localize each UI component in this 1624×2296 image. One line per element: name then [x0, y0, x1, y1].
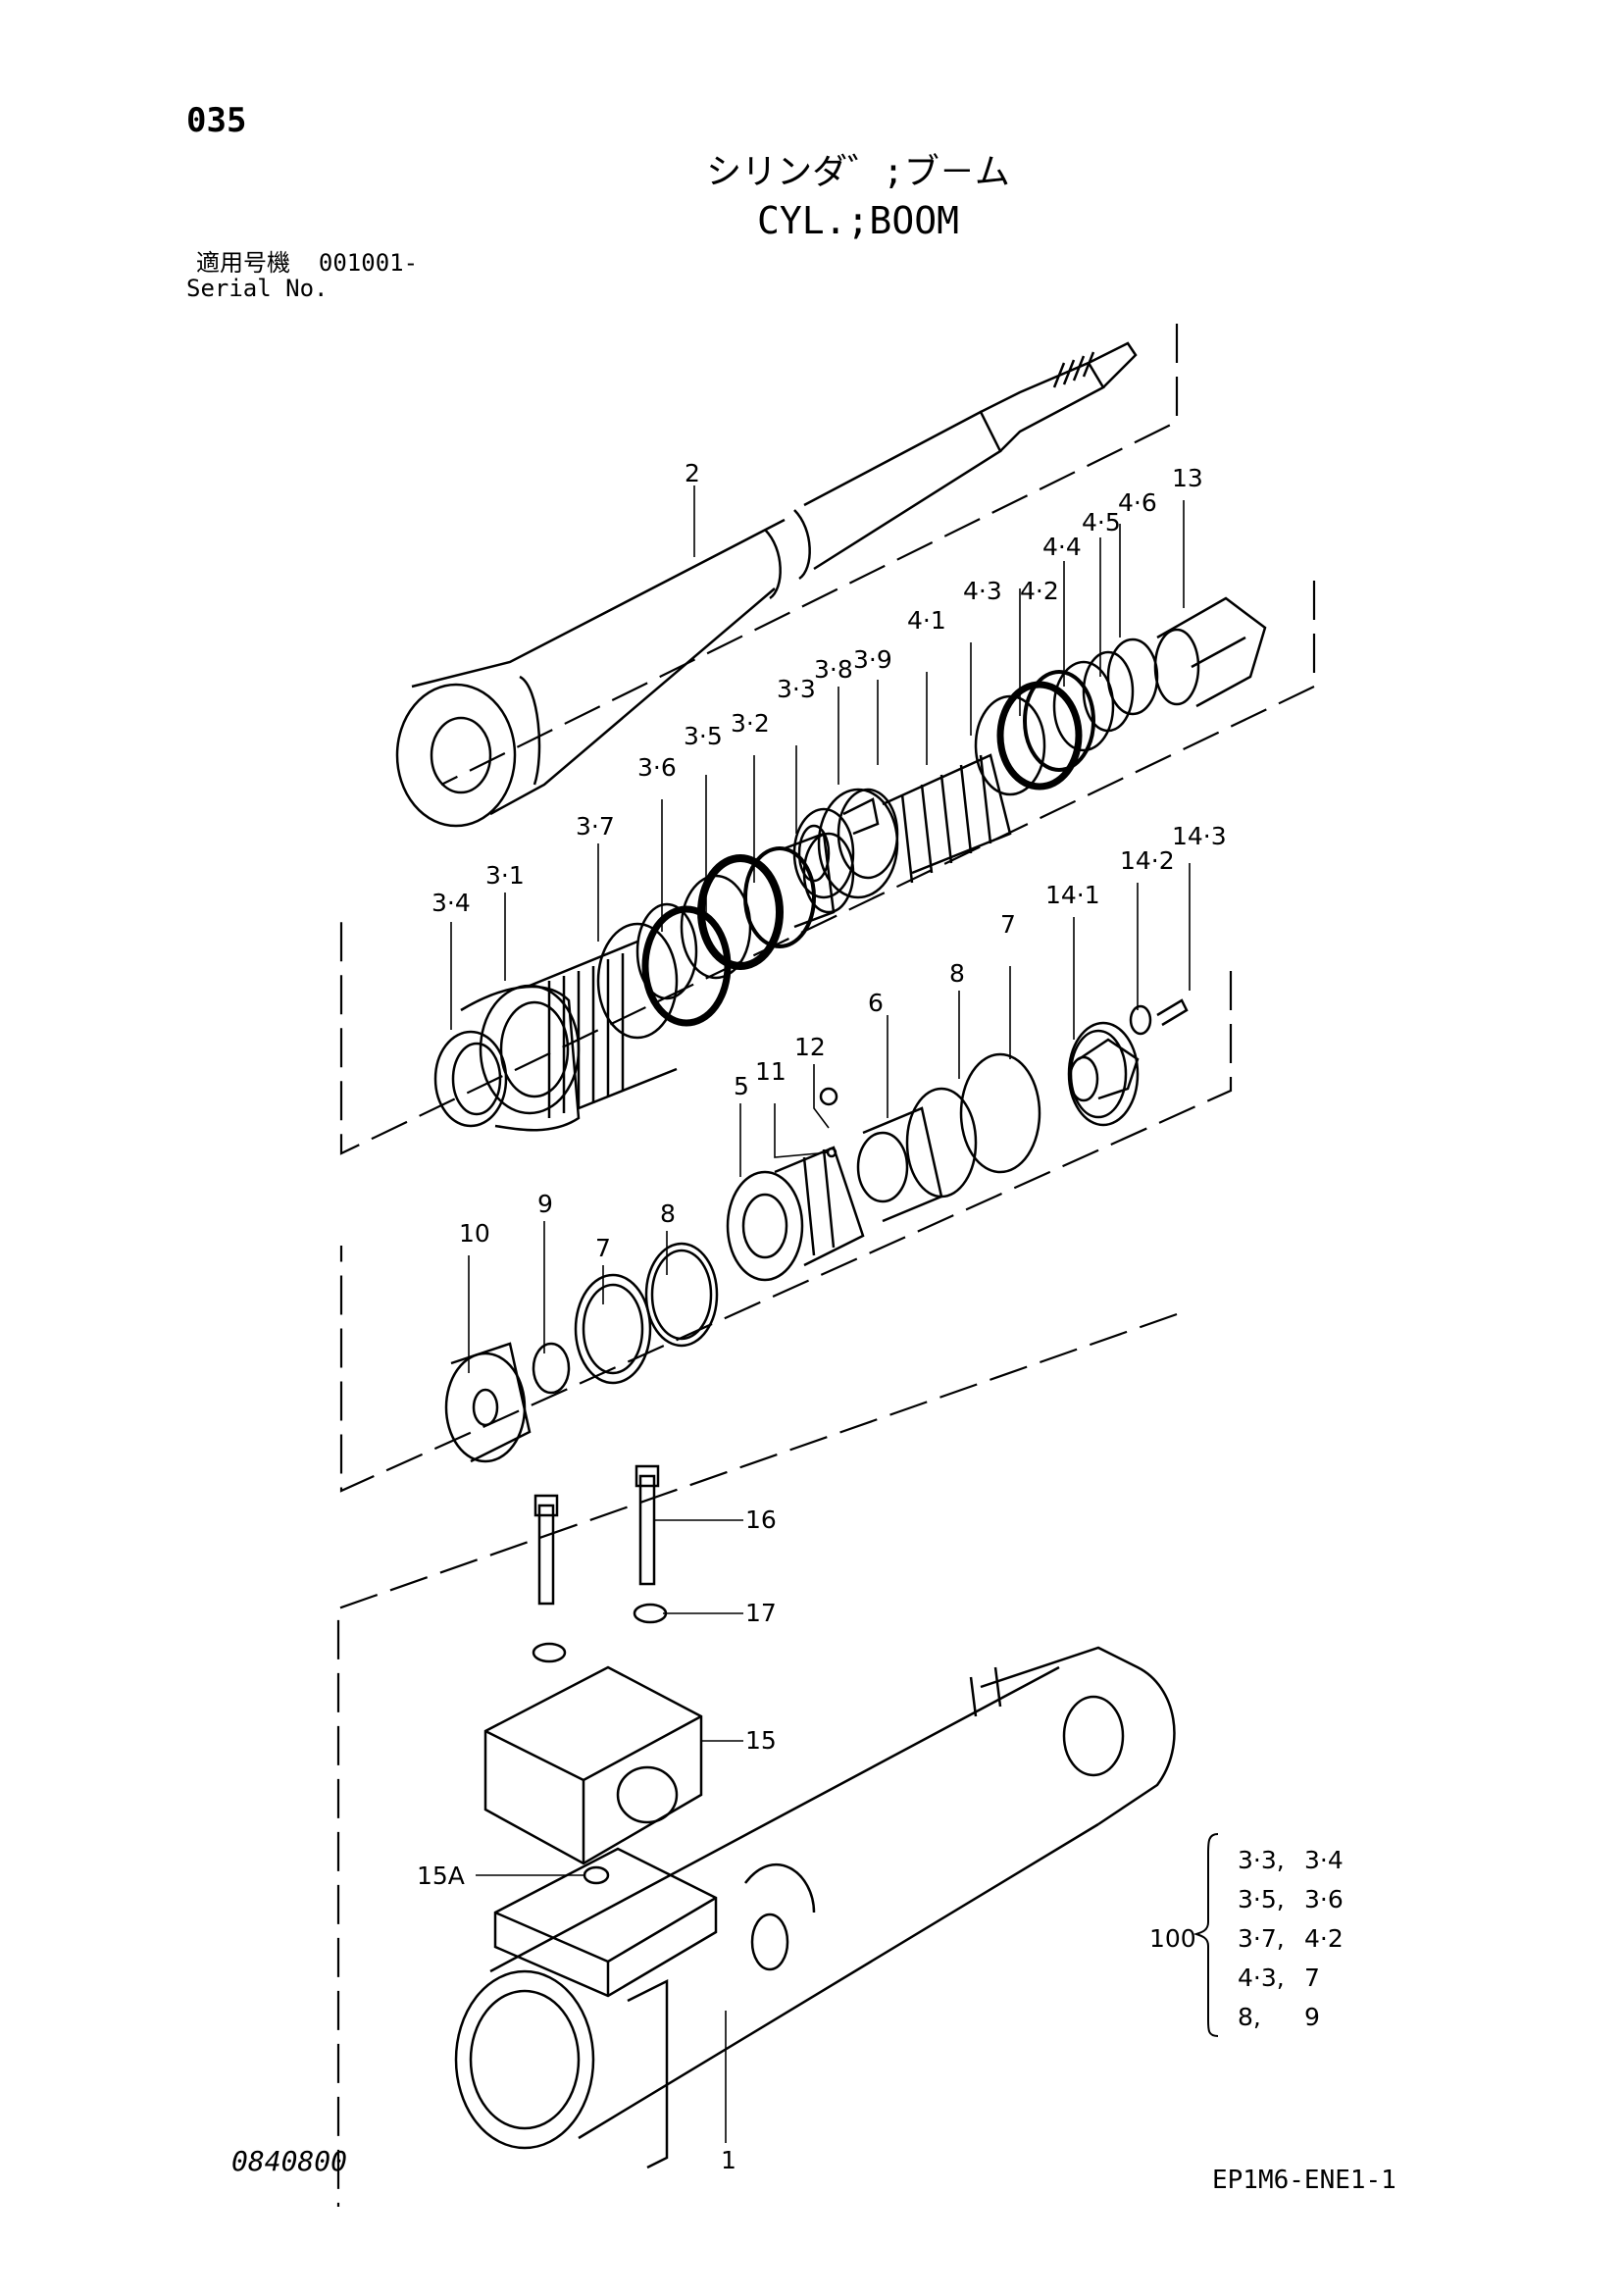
- kit-number: 100: [1149, 1924, 1196, 1953]
- serial-label-jp: 適用号機 001001-: [196, 251, 418, 275]
- callout-11: 11: [755, 1057, 787, 1086]
- callout-3-5: 3·5: [684, 722, 723, 750]
- callout-3-9: 3·9: [853, 645, 892, 674]
- callout-3-7: 3·7: [576, 812, 615, 841]
- callout-16: 16: [745, 1505, 777, 1534]
- callout-3-8: 3·8: [814, 655, 853, 684]
- gland-and-piston-assembly: [433, 596, 1267, 1132]
- callout-3-1: 3·1: [485, 861, 525, 890]
- kit-brace: [1193, 1833, 1219, 2037]
- seals-lower-row: [444, 1242, 719, 1463]
- piston-part-5: [726, 1087, 865, 1282]
- callout-9: 9: [537, 1190, 553, 1218]
- kit-item: 8,: [1238, 2003, 1261, 2031]
- kit-item: 3·5,: [1238, 1885, 1285, 1913]
- callout-7: 7: [595, 1234, 611, 1262]
- piston-rod: [395, 341, 1138, 828]
- document-code: EP1M6-ENE1-1: [1212, 2166, 1396, 2195]
- drawing-number: 0840800: [231, 2145, 348, 2177]
- callout-1: 1: [721, 2146, 736, 2174]
- callout-4-4: 4·4: [1042, 533, 1082, 561]
- callout-12: 12: [794, 1033, 826, 1061]
- callout-3-2: 3·2: [731, 709, 770, 738]
- callout-10: 10: [459, 1219, 490, 1248]
- callout-7: 7: [1000, 910, 1016, 939]
- serial-label-en: Serial No.: [186, 275, 329, 302]
- callout-3-3: 3·3: [777, 675, 816, 703]
- kit-item: 7: [1304, 1964, 1320, 1992]
- callout-15A: 15A: [417, 1862, 465, 1890]
- callout-5: 5: [734, 1072, 749, 1100]
- callout-14-1: 14·1: [1045, 881, 1100, 909]
- valve-block-and-bolts: [483, 1464, 718, 1998]
- callout-4-2: 4·2: [1020, 577, 1059, 605]
- kit-item: 9: [1304, 2003, 1320, 2031]
- callout-14-2: 14·2: [1120, 846, 1175, 875]
- callout-4-6: 4·6: [1118, 488, 1157, 517]
- callout-4-5: 4·5: [1082, 508, 1121, 536]
- cylinder-tube: [454, 1646, 1176, 2169]
- callout-3-4: 3·4: [431, 889, 471, 917]
- kit-item: 3·4: [1304, 1846, 1344, 1874]
- kit-item: 3·7,: [1238, 1924, 1285, 1953]
- callout-8: 8: [949, 959, 965, 988]
- callout-3-6: 3·6: [637, 753, 677, 782]
- callout-14-3: 14·3: [1172, 822, 1227, 850]
- page-number: 035: [186, 101, 247, 140]
- kit-item: 4·3,: [1238, 1964, 1285, 1992]
- callout-6: 6: [868, 989, 884, 1017]
- callout-2: 2: [685, 459, 700, 487]
- callout-15: 15: [745, 1726, 777, 1755]
- callout-17: 17: [745, 1599, 777, 1627]
- callout-13: 13: [1172, 464, 1203, 492]
- part-14-group: [856, 998, 1189, 1223]
- callout-4-3: 4·3: [963, 577, 1002, 605]
- kit-item: 3·3,: [1238, 1846, 1285, 1874]
- serial-label-jp-text: 適用号機: [196, 249, 290, 277]
- kit-item: 4·2: [1304, 1924, 1344, 1953]
- serial-value: 001001-: [318, 249, 419, 277]
- title-english: CYL.;BOOM: [757, 199, 959, 242]
- title-japanese: シリンダ゛;ブ－ム: [706, 152, 1010, 192]
- callout-4-1: 4·1: [907, 606, 946, 635]
- kit-item: 3·6: [1304, 1885, 1344, 1913]
- callout-8: 8: [660, 1199, 676, 1228]
- leader-lines: [450, 485, 1191, 2143]
